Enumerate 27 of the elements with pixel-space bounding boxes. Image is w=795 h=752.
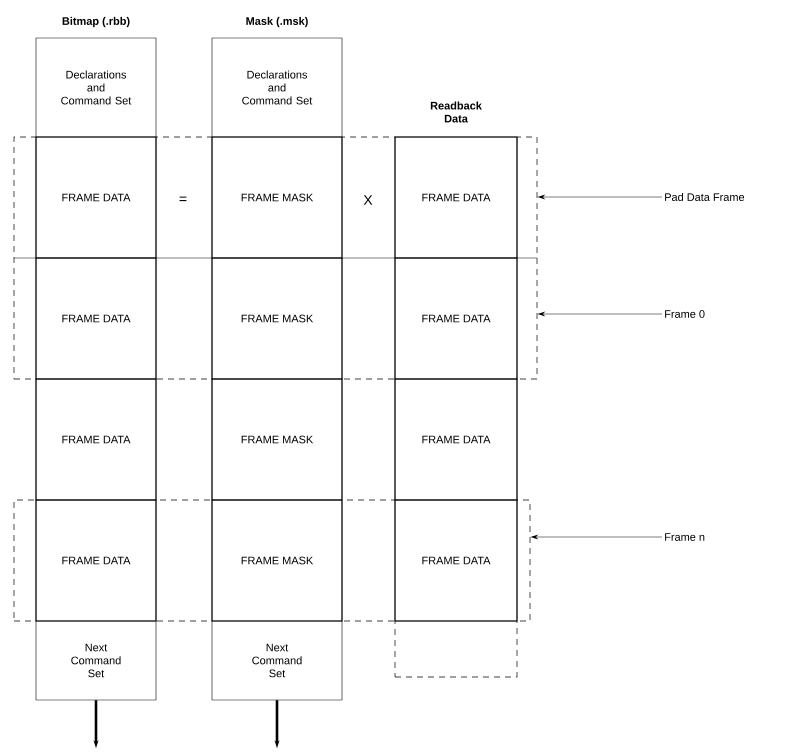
command-set-box: Next Command Set [36,620,156,700]
frame-data-box: FRAME DATA [394,136,518,259]
frame-data-box: FRAME DATA [35,257,157,380]
frame-data-box: FRAME DATA [35,499,157,622]
column-heading: Readback Data [430,102,482,122]
column-heading: Bitmap (.rbb) [62,16,130,28]
declarations-box: Declarations and Command Set [212,38,342,138]
frame-mask-box: FRAME MASK [211,378,343,501]
placeholder-box [394,620,518,678]
callout-label: Frame 0 [665,310,705,318]
column-heading: Mask (.msk) [246,16,308,28]
operator-symbol: = [180,196,186,202]
operator-symbol: X [364,195,372,205]
frame-mask-box: FRAME MASK [211,136,343,259]
frame-data-box: FRAME DATA [394,499,518,622]
frame-data-box: FRAME DATA [394,257,518,380]
callout-label: Frame n [665,533,704,541]
declarations-box: Declarations and Command Set [36,38,156,138]
frame-data-box: FRAME DATA [35,136,157,259]
frame-data-box: FRAME DATA [35,378,157,501]
frame-mask-box: FRAME MASK [211,499,343,622]
frame-group-box [14,136,538,380]
callout-label: Pad Data Frame [665,192,744,202]
frame-mask-box: FRAME MASK [211,257,343,380]
frame-data-box: FRAME DATA [394,378,518,501]
command-set-box: Next Command Set [212,620,342,700]
frame-group-box [14,500,530,622]
